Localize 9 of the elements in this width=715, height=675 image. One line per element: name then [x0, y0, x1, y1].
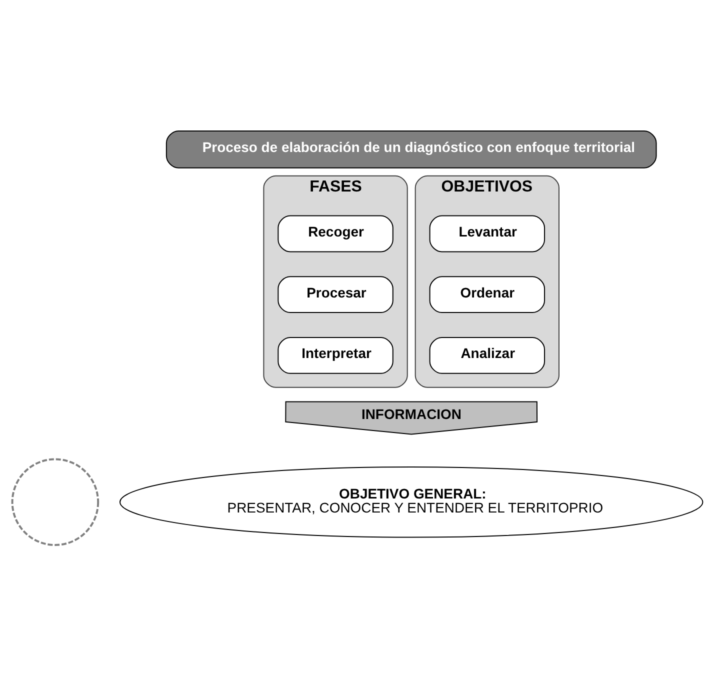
node-ellipse: OBJETIVO GENERAL: PRESENTAR, CONOCER Y ENTENDER EL TERRITOPRIO [119, 466, 704, 538]
node-box: Recoger [278, 214, 394, 252]
node-box: Interpretar [278, 336, 394, 374]
node-box: Analizar [429, 336, 546, 374]
node-box: Procesar [278, 276, 394, 313]
node-circle [11, 458, 100, 546]
node-box: Levantar [429, 214, 546, 252]
node-box: Proceso de elaboración de un diagnóstico con enfoque territorial [166, 130, 657, 168]
node-box: Ordenar [429, 276, 546, 313]
